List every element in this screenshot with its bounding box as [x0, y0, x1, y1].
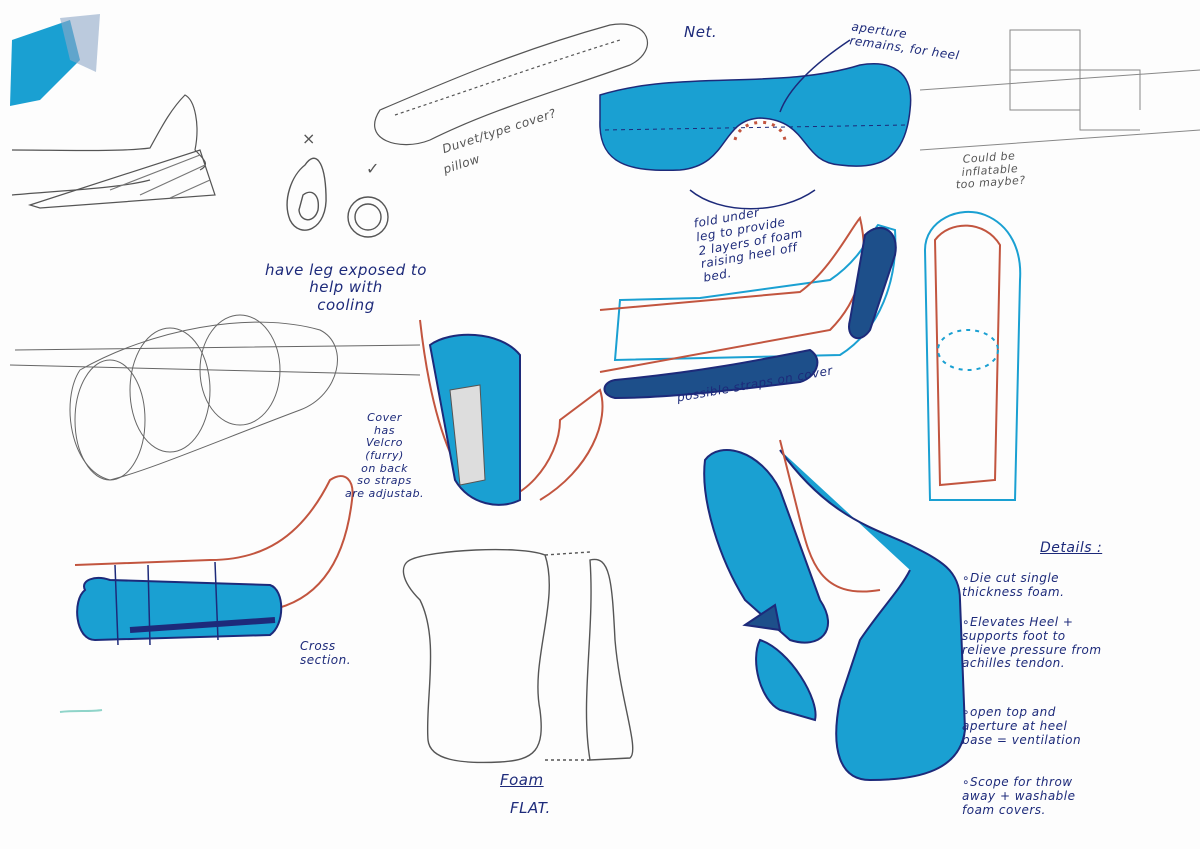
- leg-on-foam-sketch: [599, 215, 897, 400]
- background-boxes: [919, 29, 1200, 151]
- marker-swatch: [10, 14, 100, 106]
- pillow-sketch: [374, 23, 648, 146]
- tick-mark: ✓: [366, 159, 380, 178]
- cross-section-leg-sketch: [74, 475, 354, 646]
- foam-flat-outline: [402, 548, 634, 764]
- details-item-1: Die cut single thickness foam.: [962, 571, 1064, 600]
- roll-pillow-sketch: [9, 314, 421, 481]
- marker-stray-mark: [59, 709, 103, 713]
- cross-section-note: Cross section.: [300, 639, 352, 667]
- foam-label: Foam: [500, 771, 544, 789]
- boot-cover-sketch: [419, 319, 604, 506]
- details-item-3: open top and aperture at heel base = ven…: [962, 705, 1081, 747]
- inflatable-note: Could be inflatable too maybe?: [955, 149, 1027, 192]
- details-title: Details :: [1040, 540, 1103, 556]
- vertical-leg-sketch: [923, 210, 1022, 501]
- net-label: Net.: [684, 23, 718, 41]
- cover-note: Cover has Velcro (furry) on back so stra…: [345, 411, 425, 500]
- leg-wedge-sketch: [11, 94, 216, 209]
- flat-label: FLAT.: [510, 799, 551, 817]
- cross-mark: ×: [302, 129, 316, 148]
- section-ovals: [286, 157, 389, 238]
- folding-foam-sketch: [703, 439, 967, 782]
- net-foam-shape: [599, 39, 912, 210]
- details-item-4: Scope for throw away + washable foam cov…: [962, 775, 1076, 817]
- details-item-2: Elevates Heel + supports foot to relieve…: [962, 615, 1102, 671]
- leg-exposed-note: have leg exposed to help with cooling: [265, 261, 427, 314]
